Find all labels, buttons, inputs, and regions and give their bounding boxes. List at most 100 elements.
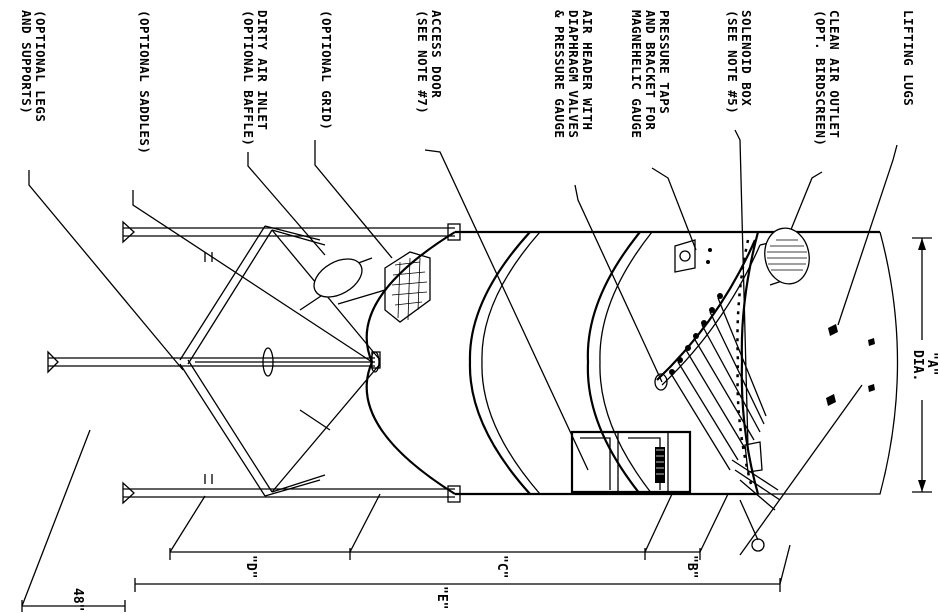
label-clean-air-outlet: CLEAN AIR OUTLET (OPT. BIRDSCREEN): [813, 10, 842, 146]
leg-bottom-foot: [122, 481, 135, 505]
taps-bracket: [674, 239, 696, 273]
leader-grid: [314, 140, 393, 259]
label-taps-line1: PRESSURE TAPS: [657, 10, 672, 114]
label-legs-line1: (OPTIONAL LEGS: [33, 10, 48, 122]
access-door-panels: [580, 432, 669, 492]
leg-middle-foot: [47, 350, 59, 374]
access-door: [570, 430, 692, 494]
support-legs: [47, 220, 461, 505]
leg-stub-2: [204, 474, 213, 484]
air-header: [654, 239, 767, 489]
access-door-frame: [570, 430, 692, 494]
access-door-handle: [655, 447, 665, 483]
label-inlet-line2: (OPTIONAL BAFFLE): [241, 10, 256, 146]
hopper-end: [365, 231, 456, 495]
leader-lugs-2: [739, 384, 863, 556]
label-solenoid-line1: SOLENOID BOX: [739, 10, 754, 106]
pressure-gauge: [654, 373, 668, 391]
brace-2: [179, 359, 273, 497]
leg-top-foot: [122, 220, 135, 244]
lug-3: [868, 338, 875, 346]
leader-header: [574, 184, 663, 383]
dirty-air-inlet: [313, 257, 386, 305]
leader-lugs: [837, 144, 898, 326]
leader-lines: [28, 129, 898, 556]
saddle-1: [262, 347, 274, 377]
lug-2: [826, 394, 836, 406]
label-optional-legs: (OPTIONAL LEGS AND SUPPORTS): [19, 10, 48, 122]
leader-solenoid: [734, 129, 749, 449]
label-dirty-air-inlet: DIRTY AIR INLET (OPTIONAL BAFFLE): [241, 10, 270, 146]
clean-air-outlet: [759, 227, 810, 286]
label-grid: (OPTIONAL GRID): [319, 10, 334, 130]
leader-outlet: [789, 171, 823, 233]
solenoid-body: [744, 441, 763, 473]
label-lifting-lugs: LIFTING LUGS: [901, 10, 916, 106]
pressure-taps: [674, 239, 712, 273]
label-header-line1: AIR HEADER WITH: [580, 10, 595, 130]
label-optional-grid: (OPTIONAL GRID): [319, 10, 334, 130]
leader-taps: [651, 167, 697, 251]
dim-a-label: "A": [924, 352, 939, 375]
brace-1: [179, 225, 273, 365]
collector-housing: [365, 230, 899, 496]
label-header-line2: DIAPHRAGM VALVES: [566, 10, 581, 138]
brace-4: [264, 474, 326, 497]
label-solenoid-line2: (SEE NOTE #5): [725, 10, 740, 114]
label-legs-line2: AND SUPPORTS): [19, 10, 34, 114]
brace-minor: [299, 289, 331, 431]
diaphragm-valves: [669, 293, 767, 471]
dim-a-dia: DIA.: [910, 350, 925, 381]
flange-ring-2b: [599, 231, 653, 495]
dimension-row-bcd: "D" "C" "B": [169, 493, 729, 578]
inlet-opening: [313, 258, 363, 298]
leader-legs: [28, 170, 184, 371]
solenoid-tubing: [731, 459, 781, 511]
header-pipe: [656, 239, 757, 381]
leg-stub-1: [204, 252, 213, 262]
label-pressure-taps: PRESSURE TAPS AND BRACKET FOR MAGNEHELIC…: [629, 10, 672, 138]
flange-ring-1: [468, 231, 531, 495]
label-access-line1: ACCESS DOOR: [429, 10, 444, 98]
label-taps-line3: MAGNEHELIC GAUGE: [629, 10, 644, 138]
cover-bolts: [736, 239, 754, 489]
label-air-header: AIR HEADER WITH DIAPHRAGM VALVES & PRESS…: [552, 10, 595, 138]
leader-saddles: [132, 190, 373, 363]
cover-top: [758, 231, 899, 495]
dim-b-label: "B": [684, 555, 699, 578]
leader-access: [424, 149, 589, 471]
outlet-birdscreen: [767, 239, 807, 271]
dim-e-label: "E": [434, 586, 449, 609]
label-access-door: ACCESS DOOR (SEE NOTE #7): [415, 10, 444, 114]
label-taps-line2: AND BRACKET FOR: [643, 10, 658, 130]
grid-frame: [384, 251, 431, 323]
leg-top: [123, 227, 455, 237]
solenoid-box: [731, 441, 781, 552]
label-header-line3: & PRESSURE GAUGE: [552, 10, 567, 138]
label-lugs: LIFTING LUGS: [901, 10, 916, 106]
dimension-a: "A" DIA.: [910, 237, 939, 493]
dim-d-label: "D": [243, 555, 258, 578]
grid-bars: [391, 257, 428, 321]
label-outlet-line2: (OPT. BIRDSCREEN): [813, 10, 828, 146]
brace-3: [264, 225, 326, 246]
dimension-e: "E": [134, 544, 791, 609]
label-saddles: (OPTIONAL SADDLES): [137, 10, 152, 154]
lug-4: [868, 384, 875, 392]
lifting-lugs: [826, 324, 875, 406]
header-end-cap: [751, 538, 765, 552]
label-solenoid-box: SOLENOID BOX (SEE NOTE #5): [725, 10, 754, 114]
label-optional-saddles: (OPTIONAL SADDLES): [137, 10, 152, 154]
leader-inlet: [247, 152, 326, 256]
dim-c-label: "C": [494, 555, 509, 578]
flange-ring-2: [586, 231, 641, 495]
optional-grid: [384, 251, 431, 323]
dimension-48: 48": [21, 429, 126, 612]
label-inlet-line1: DIRTY AIR INLET: [255, 10, 270, 130]
label-access-line2: (SEE NOTE #7): [415, 10, 430, 114]
flange-ring-1b: [481, 231, 541, 495]
leg-bottom: [123, 488, 455, 498]
lug-1: [828, 324, 838, 336]
cover-edge: [740, 231, 760, 495]
